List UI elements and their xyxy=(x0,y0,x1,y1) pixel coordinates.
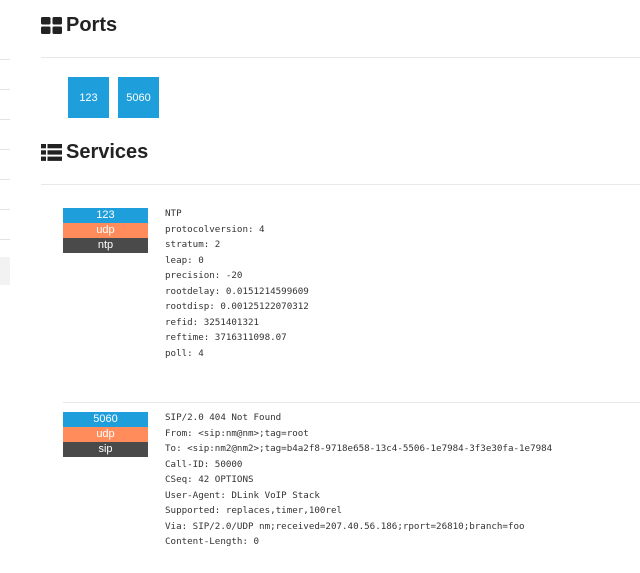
services-title: Services xyxy=(66,141,149,163)
service-port-badge: 123 xyxy=(63,208,148,223)
list-icon xyxy=(41,144,62,161)
ports-heading: Ports xyxy=(41,14,117,37)
service-name-badge: sip xyxy=(63,442,148,457)
service-tags: 123 udp ntp xyxy=(63,208,148,253)
service-name-badge: ntp xyxy=(63,238,148,253)
grid-icon xyxy=(41,17,62,34)
service-banner: SIP/2.0 404 Not Found From: <sip:nm@nm>;… xyxy=(165,412,553,547)
ports-title: Ports xyxy=(66,14,118,36)
services-divider xyxy=(41,184,640,185)
service-banner: NTP protocolversion: 4 stratum: 2 leap: … xyxy=(165,208,309,359)
port-tile-5060[interactable]: 5060 xyxy=(118,77,159,118)
service-divider xyxy=(63,402,640,403)
port-list: 123 5060 xyxy=(68,77,159,118)
sidebar-edge xyxy=(0,45,10,285)
service-protocol-badge: udp xyxy=(63,427,148,442)
service-tags: 5060 udp sip xyxy=(63,412,148,457)
port-tile-123[interactable]: 123 xyxy=(68,77,109,118)
ports-divider xyxy=(41,57,640,58)
service-protocol-badge: udp xyxy=(63,223,148,238)
service-port-badge: 5060 xyxy=(63,412,148,427)
services-heading: Services xyxy=(41,141,148,164)
